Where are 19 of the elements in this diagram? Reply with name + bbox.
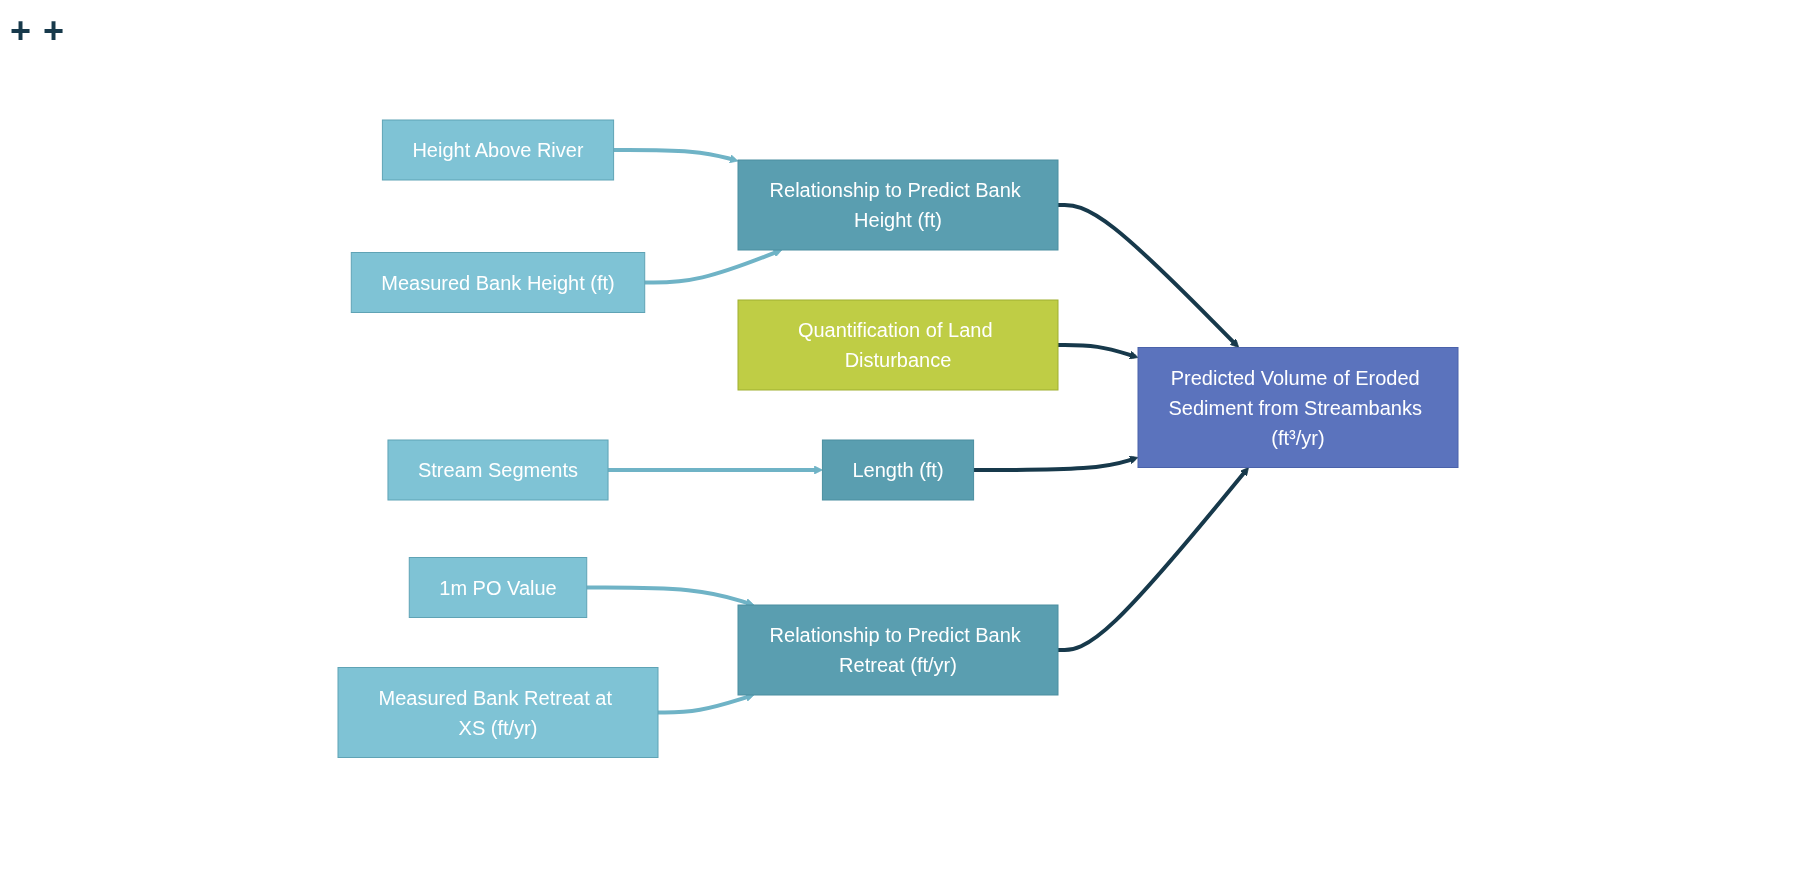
node-box: Measured Bank Height (ft) bbox=[350, 251, 645, 313]
arrow bbox=[644, 248, 782, 285]
arrow bbox=[607, 465, 823, 475]
arrow bbox=[1057, 466, 1249, 652]
arrow bbox=[973, 455, 1138, 472]
node-box: Predicted Volume of Eroded Sediment from Streambanks (ft³/yr) bbox=[1137, 346, 1458, 468]
node-box: Height Above River bbox=[381, 119, 614, 181]
node-box: Length (ft) bbox=[821, 439, 974, 501]
node-box: Measured Bank Retreat at XS (ft/yr) bbox=[337, 666, 658, 758]
node-box: Relationship to Predict Bank Height (ft) bbox=[737, 159, 1058, 251]
node-box: 1m PO Value bbox=[408, 556, 587, 618]
node-box: Relationship to Predict Bank Retreat (ft/yr) bbox=[737, 604, 1058, 696]
plus-sign: + bbox=[10, 10, 32, 52]
node-box: Quantification of Land Disturbance bbox=[737, 299, 1058, 391]
plus-sign: + bbox=[43, 10, 65, 52]
arrow bbox=[613, 147, 738, 163]
arrow bbox=[1057, 342, 1138, 360]
arrow bbox=[1057, 202, 1239, 348]
node-box: Stream Segments bbox=[386, 439, 609, 501]
